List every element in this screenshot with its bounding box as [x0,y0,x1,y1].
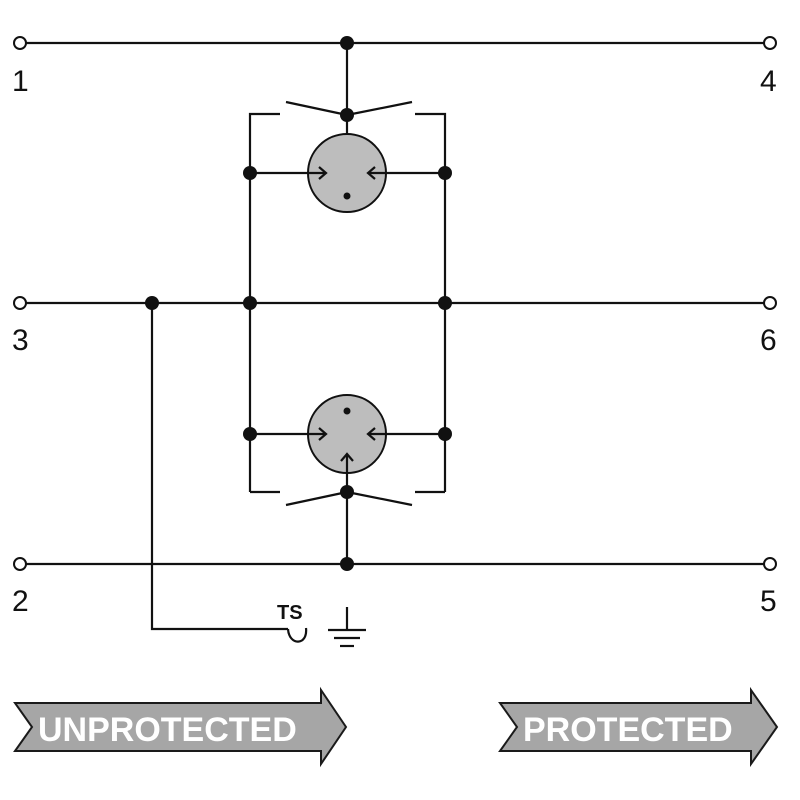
lower-protection-stage [243,303,452,571]
terminal-label-6: 6 [760,324,777,357]
terminal-6 [763,296,777,310]
terminal-3 [13,296,27,310]
thermal-switch-label: TS [277,602,303,624]
ground-icon [328,607,366,648]
upper-protection-stage [243,36,452,303]
terminal-label-3: 3 [12,324,29,357]
terminal-5 [763,557,777,571]
terminal-label-2: 2 [12,585,29,618]
protected-label: PROTECTED [523,711,733,749]
terminal-label-1: 1 [12,65,29,98]
terminal-2 [13,557,27,571]
thermal-switch-branch: TS [150,303,308,643]
terminal-4 [763,36,777,50]
unprotected-label: UNPROTECTED [38,711,297,749]
terminal-1 [13,36,27,50]
protected-arrow: PROTECTED [498,686,779,768]
terminal-label-4: 4 [760,65,777,98]
unprotected-arrow: UNPROTECTED [13,686,348,768]
terminal-label-5: 5 [760,585,777,618]
